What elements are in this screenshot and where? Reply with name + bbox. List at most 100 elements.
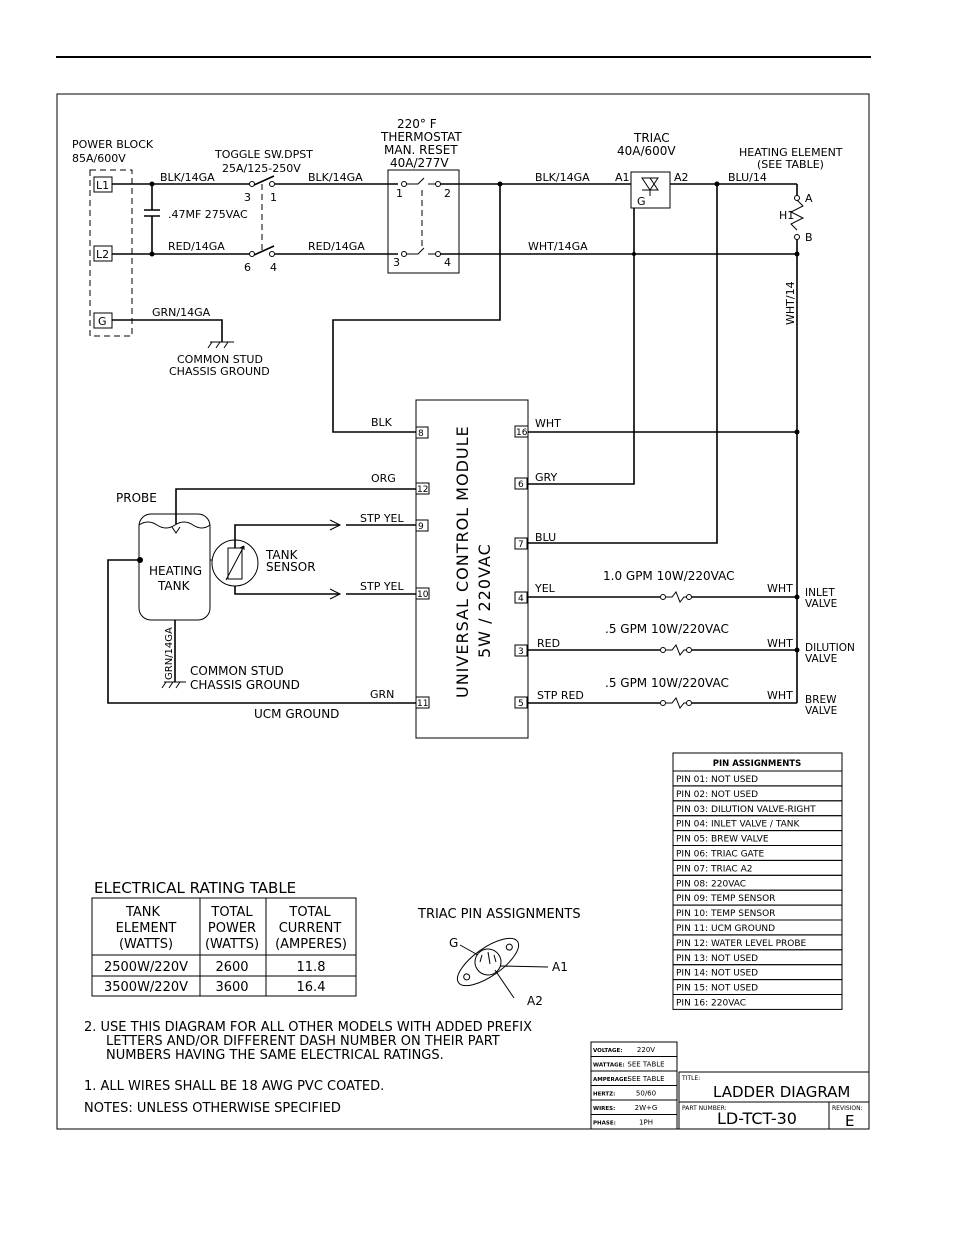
spec-value: SEE TABLE <box>627 1075 664 1083</box>
triac: TRIAC 40A/600V A1 A2 G <box>615 131 689 209</box>
svg-text:G: G <box>449 936 458 950</box>
spec-label: VOLTAGE: <box>593 1048 622 1054</box>
svg-text:7: 7 <box>518 540 524 550</box>
pin-row: PIN 14: NOT USED <box>676 969 758 979</box>
svg-text:WHT: WHT <box>767 689 793 702</box>
wire-label: BLK <box>371 416 393 429</box>
svg-text:WHT: WHT <box>767 582 793 595</box>
spec-value: 220V <box>637 1046 655 1054</box>
spec-value: 2W+G <box>635 1104 658 1112</box>
pin-row: PIN 05: BREW VALVE <box>676 835 769 845</box>
svg-text:3: 3 <box>244 191 251 204</box>
svg-text:4: 4 <box>444 256 451 269</box>
svg-text:VALVE: VALVE <box>805 705 837 717</box>
svg-text:TITLE:: TITLE: <box>681 1075 700 1082</box>
svg-text:CURRENT: CURRENT <box>279 921 342 936</box>
toggle-switch: TOGGLE SW.DPST 25A/125-250V 3 1 6 4 <box>214 148 313 274</box>
svg-text:CHASSIS GROUND: CHASSIS GROUND <box>190 678 300 692</box>
svg-text:(AMPERES): (AMPERES) <box>275 937 347 952</box>
drawing-frame <box>56 93 870 1130</box>
wire-label: RED/14GA <box>168 240 225 253</box>
spec-label: HERTZ: <box>593 1092 615 1098</box>
svg-text:TANK: TANK <box>125 905 161 920</box>
svg-text:HEATING ELEMENT: HEATING ELEMENT <box>739 146 843 159</box>
svg-text:VALVE: VALVE <box>805 653 837 665</box>
capacitor-label: .47MF 275VAC <box>168 208 248 221</box>
spec-value: SEE TABLE <box>627 1061 664 1069</box>
pin-row-border <box>672 994 843 1010</box>
revision: E <box>845 1112 854 1130</box>
svg-text:H1: H1 <box>779 209 794 222</box>
terminal-g-label: G <box>98 315 107 328</box>
pin-row: PIN 06: TRIAC GATE <box>676 850 764 860</box>
spec-label: WATTAGE: <box>593 1063 625 1069</box>
pin-row: PIN 13: NOT USED <box>676 954 758 964</box>
svg-text:1. ALL WIRES SHALL BE 18 AWG P: 1. ALL WIRES SHALL BE 18 AWG PVC COATED. <box>84 1079 384 1094</box>
wire-label: BLK/14GA <box>535 171 590 184</box>
svg-text:TOTAL: TOTAL <box>210 905 253 920</box>
svg-text:TANK: TANK <box>157 579 191 593</box>
svg-text:ELEMENT: ELEMENT <box>116 921 177 936</box>
svg-text:4: 4 <box>518 594 524 604</box>
svg-text:THERMOSTAT: THERMOSTAT <box>380 130 462 144</box>
svg-text:(SEE TABLE): (SEE TABLE) <box>757 158 824 171</box>
dilution-valve: RED .5 GPM 10W/220VAC WHT DILUTION VALVE <box>528 622 855 665</box>
svg-text:2: 2 <box>444 187 451 200</box>
svg-text:12: 12 <box>417 485 428 495</box>
triac-pin-assignments: TRIAC PIN ASSIGNMENTS G A1 A2 <box>417 907 581 1008</box>
inlet-valve: YEL 1.0 GPM 10W/220VAC WHT INLET VALVE <box>528 569 837 610</box>
svg-text:LETTERS AND/OR DIFFERENT DASH: LETTERS AND/OR DIFFERENT DASH NUMBER ON … <box>106 1034 500 1049</box>
svg-text:25A/125-250V: 25A/125-250V <box>222 162 301 175</box>
spec-label: AMPERAGE: <box>593 1077 629 1083</box>
wire-label: BLU/14 <box>728 171 767 184</box>
svg-text:4: 4 <box>270 261 277 274</box>
electrical-rating-table: ELECTRICAL RATING TABLE TANK ELEMENT (WA… <box>91 879 357 997</box>
svg-text:A1: A1 <box>552 960 568 974</box>
svg-text:TRIAC PIN ASSIGNMENTS: TRIAC PIN ASSIGNMENTS <box>417 907 581 922</box>
rating-cell: 2500W/220V <box>104 960 188 975</box>
rating-cell: 16.4 <box>297 980 326 995</box>
svg-text:HEATING: HEATING <box>149 564 202 578</box>
terminal-l2-label: L2 <box>96 248 109 261</box>
svg-text:1.0 GPM 10W/220VAC: 1.0 GPM 10W/220VAC <box>603 569 735 583</box>
svg-text:6: 6 <box>518 480 524 490</box>
pin-row: PIN 03: DILUTION VALVE-RIGHT <box>676 805 816 815</box>
title-block: TITLE: LADDER DIAGRAM PART NUMBER: LD-TC… <box>678 1071 870 1130</box>
rating-cell: 2600 <box>215 960 248 975</box>
svg-text:TANK: TANK <box>265 548 299 562</box>
svg-text:(WATTS): (WATTS) <box>205 937 259 952</box>
ucm-ground-label: UCM GROUND <box>254 707 339 721</box>
svg-text:POWER BLOCK: POWER BLOCK <box>72 138 154 151</box>
svg-text:5W / 220VAC: 5W / 220VAC <box>475 543 494 658</box>
svg-text:3: 3 <box>393 256 400 269</box>
svg-text:G: G <box>637 195 646 208</box>
svg-text:PART NUMBER:: PART NUMBER: <box>682 1105 727 1112</box>
pin-row: PIN 12: WATER LEVEL PROBE <box>676 939 807 949</box>
rating-cell: 11.8 <box>297 960 326 975</box>
svg-text:2. USE THIS DIAGRAM FOR ALL OT: 2. USE THIS DIAGRAM FOR ALL OTHER MODELS… <box>84 1020 532 1035</box>
svg-text:TOTAL: TOTAL <box>288 905 331 920</box>
svg-text:UNIVERSAL CONTROL MODULE: UNIVERSAL CONTROL MODULE <box>453 425 472 698</box>
svg-text:STP RED: STP RED <box>537 689 584 702</box>
svg-text:SENSOR: SENSOR <box>266 560 316 574</box>
svg-text:REVISION:: REVISION: <box>832 1105 863 1112</box>
svg-text:9: 9 <box>418 522 424 532</box>
svg-text:MAN. RESET: MAN. RESET <box>384 143 458 157</box>
wire-label: WHT <box>535 417 561 430</box>
svg-text:YEL: YEL <box>534 582 556 595</box>
rating-cell: 3500W/220V <box>104 980 188 995</box>
svg-text:DILUTION: DILUTION <box>805 642 855 654</box>
pin-row: PIN 09: TEMP SENSOR <box>676 894 775 904</box>
svg-text:85A/600V: 85A/600V <box>72 152 126 165</box>
svg-text:40A/277V: 40A/277V <box>390 156 449 170</box>
svg-text:1: 1 <box>270 191 277 204</box>
wire-label: STP YEL <box>360 512 405 525</box>
svg-text:COMMON STUD: COMMON STUD <box>190 664 284 678</box>
svg-text:16: 16 <box>516 428 528 438</box>
svg-text:A2: A2 <box>674 171 689 184</box>
svg-text:TOGGLE SW.DPST: TOGGLE SW.DPST <box>214 148 313 161</box>
wire-label: GRY <box>535 471 557 484</box>
svg-text:(WATTS): (WATTS) <box>119 937 173 952</box>
